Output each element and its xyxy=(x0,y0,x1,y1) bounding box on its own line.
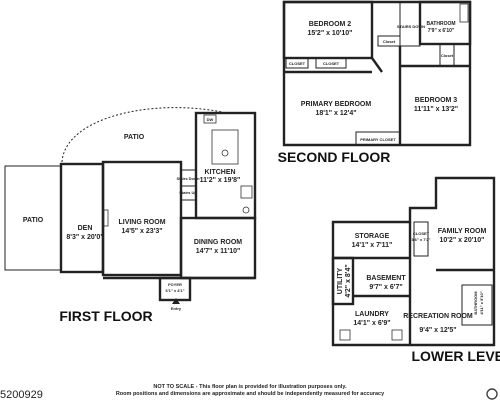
lower-level-title: LOWER LEVEL xyxy=(411,348,500,364)
lower-closet-dims: 3'6" x 7'2" xyxy=(411,237,430,242)
utility-dims: 4'2" x 8'4" xyxy=(345,264,352,297)
lower-closet-walls xyxy=(413,221,429,257)
utility-walls xyxy=(331,256,355,306)
dining-room-dims: 14'7" x 11'10" xyxy=(196,248,241,255)
basement-dims: 9'7" x 6'7" xyxy=(369,284,402,291)
primary-bedroom-dims: 18'1" x 12'4" xyxy=(315,110,356,117)
kitchen-walls xyxy=(194,111,257,220)
recreation-room-label: RECREATION ROOM xyxy=(403,313,473,320)
closet-1-label: CLOSET xyxy=(289,61,306,66)
den-walls xyxy=(59,162,105,274)
storage-dims: 14'1" x 7'11" xyxy=(352,242,393,249)
range xyxy=(240,185,253,199)
fireplace xyxy=(103,209,109,227)
lower-bathroom-label: BATHROOM xyxy=(473,291,478,315)
listing-id: 5200929 xyxy=(0,389,43,401)
lower-bathroom-dims: 4'11" x 5'10" xyxy=(479,291,484,314)
primary-closet-walls xyxy=(355,131,401,146)
primary-bedroom-label: PRIMARY BEDROOM xyxy=(301,101,372,108)
basement-label: BASEMENT xyxy=(366,275,406,282)
laundry-label: LAUNDRY xyxy=(355,311,389,318)
den-label: DEN xyxy=(78,225,93,232)
family-room-dims: 10'2" x 20'10" xyxy=(439,237,484,244)
recreation-room-dims: 9'4" x 12'5" xyxy=(419,327,456,334)
bedroom3-label: BEDROOM 3 xyxy=(415,97,458,104)
patio-left-label: PATIO xyxy=(23,217,44,224)
lower-level-outline xyxy=(331,176,496,347)
bathroom-label: BATHROOM xyxy=(426,21,455,27)
lower-bathroom-walls xyxy=(461,284,493,326)
patio-top-label: PATIO xyxy=(124,134,145,141)
closet-4-label: Closet xyxy=(441,53,454,58)
dishwasher-label: DW xyxy=(207,117,214,122)
toilet-icon xyxy=(242,206,250,214)
living-room-label: LIVING ROOM xyxy=(118,219,165,226)
hall-wall-angle xyxy=(371,57,383,73)
lower-level: STORAGE 14'1" x 7'11" CLOSET 3'6" x 7'2"… xyxy=(331,176,500,364)
family-room-label: FAMILY ROOM xyxy=(438,228,487,235)
dishwasher xyxy=(203,114,217,124)
kitchen-dims: 11'2" x 19'8" xyxy=(200,177,241,184)
living-room-dims: 14'5" x 23'3" xyxy=(121,228,162,235)
bathtub xyxy=(459,3,469,23)
second-floor-title: SECOND FLOOR xyxy=(278,149,391,165)
foyer-dims: 6'1" x 4'1" xyxy=(165,288,184,293)
sink-icon xyxy=(221,149,229,157)
brand-logo-icon xyxy=(486,388,498,400)
disclaimer-line-1: NOT TO SCALE - This floor plan is provid… xyxy=(153,384,347,390)
entry-arrow-icon xyxy=(172,298,180,304)
closet-2-label: CLOSET xyxy=(323,61,340,66)
dryer xyxy=(391,329,403,341)
primary-closet-label: PRIMARY CLOSET xyxy=(360,137,396,142)
first-floor: PATIO PATIO KITCHEN 11'2" x 19'8" DW DEN… xyxy=(4,107,257,324)
closet-3-label: Closet xyxy=(383,39,396,44)
first-floor-title: FIRST FLOOR xyxy=(59,308,152,324)
entry-label: Entry xyxy=(171,306,182,311)
bathroom-dims: 7'9" x 6'10" xyxy=(428,28,455,34)
bedroom2-dims: 15'2" x 10'10" xyxy=(307,30,352,37)
stairs-up-label: Stairs Up xyxy=(179,190,197,195)
bedroom3-dims: 11'11" x 13'2" xyxy=(414,106,458,113)
bedroom2-label: BEDROOM 2 xyxy=(309,21,352,28)
storage-label: STORAGE xyxy=(355,233,390,240)
second-floor: BEDROOM 2 15'2" x 10'10" STAIRS DOWN BAT… xyxy=(278,0,472,165)
washer xyxy=(339,329,351,341)
laundry-dims: 14'1" x 6'9" xyxy=(353,320,390,327)
kitchen-island xyxy=(211,129,239,165)
closet-3 xyxy=(377,35,401,47)
utility-label: UTILITY xyxy=(337,267,344,294)
closet-2 xyxy=(315,57,347,69)
foyer-label: FOYER xyxy=(168,282,182,287)
den-dims: 8'3" x 20'0" xyxy=(66,234,103,241)
patio-outline-top xyxy=(61,107,223,163)
stairs-down-label: Stairs Down xyxy=(176,176,200,181)
dining-room-label: DINING ROOM xyxy=(194,239,242,246)
kitchen-label: KITCHEN xyxy=(204,169,235,176)
stairs-second-label: STAIRS DOWN xyxy=(397,24,425,29)
disclaimer-line-2: Room positions and dimensions are approx… xyxy=(115,391,385,397)
closet-1 xyxy=(285,57,309,69)
lower-closet-label: CLOSET xyxy=(413,231,430,236)
